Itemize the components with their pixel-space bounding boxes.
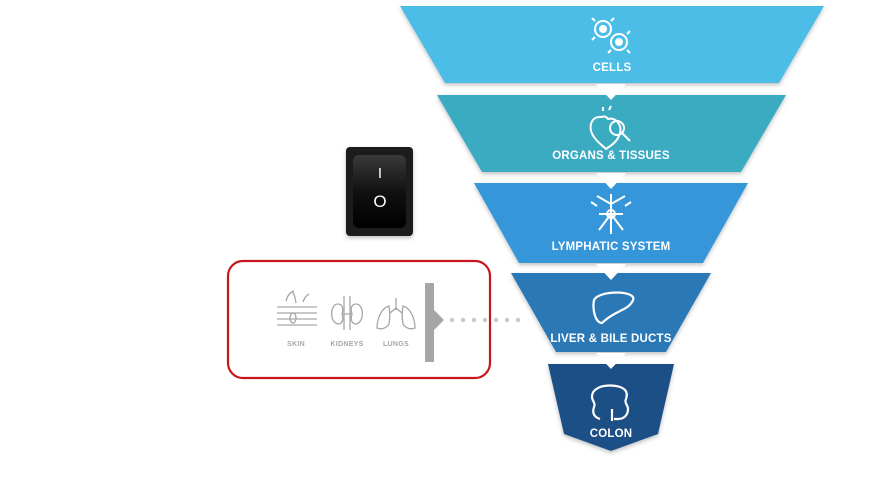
funnel-tier-lymphatic-system: LYMPHATIC SYSTEM [474, 183, 748, 263]
tier-label: LYMPHATIC SYSTEM [552, 241, 671, 253]
tier-shape [511, 273, 711, 352]
elimination-organs-box: SKIN KIDNEYS LUNGS [226, 259, 492, 380]
organ-label: LUNGS [383, 341, 409, 348]
kidneys-icon [330, 296, 364, 330]
colon-icon [590, 384, 630, 421]
rocker-switch: I O [346, 147, 413, 236]
organ-lungs: LUNGS [376, 298, 416, 348]
tier-label: CELLS [593, 62, 632, 74]
down-arrow-icon [596, 173, 626, 189]
tier-label: LIVER & BILE DUCTS [550, 333, 671, 345]
bar-vertical [425, 283, 434, 362]
down-arrow-icon [596, 264, 626, 280]
funnel-tier-colon: COLON [548, 364, 674, 451]
blocking-bar [425, 283, 444, 362]
lymphatic-icon [590, 194, 632, 234]
switch-rocker [353, 155, 406, 228]
organs-icon [589, 105, 631, 151]
funnel-tier-organs-tissues: ORGANS & TISSUES [437, 95, 786, 172]
cells-icon [591, 17, 631, 54]
organ-label: KIDNEYS [330, 341, 363, 348]
tier-label: ORGANS & TISSUES [552, 150, 670, 162]
switch-off-symbol: O [373, 192, 386, 211]
down-arrow-icon [596, 353, 626, 369]
lungs-icon [376, 298, 416, 330]
flow-arrows [596, 84, 626, 369]
dotted-connector [449, 317, 521, 323]
box-border [226, 259, 492, 380]
organ-skin: SKIN [277, 290, 317, 348]
liver-icon [592, 291, 635, 325]
funnel-tier-cells: CELLS [400, 6, 824, 83]
tier-label: COLON [590, 428, 633, 440]
tier-shape [548, 364, 674, 451]
organ-label: SKIN [287, 341, 305, 348]
down-arrow-icon [596, 84, 626, 100]
funnel-tier-liver-bile-ducts: LIVER & BILE DUCTS [511, 273, 711, 352]
skin-icon [277, 290, 317, 326]
funnel: CELLS ORGANS & TISSUES LYMPHATIC SYSTEM [400, 6, 824, 451]
organ-kidneys: KIDNEYS [330, 296, 363, 348]
switch-on-symbol: I [378, 165, 382, 182]
bar-pointer [434, 310, 444, 330]
